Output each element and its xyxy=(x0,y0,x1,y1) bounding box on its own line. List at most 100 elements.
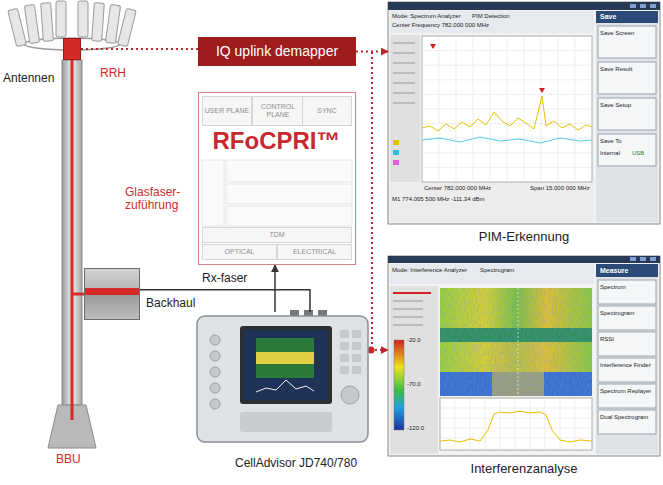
interference-screenshot-part xyxy=(390,286,438,454)
screen-text: PIM Detection xyxy=(472,13,510,20)
pim-screenshot-part xyxy=(596,11,658,23)
analyzer-device-part xyxy=(256,338,314,378)
connector xyxy=(356,51,388,53)
pim-screenshot-part xyxy=(390,11,594,33)
tower-pole xyxy=(48,60,96,448)
box-caption: RRH xyxy=(100,67,126,81)
pim-screenshot-part xyxy=(650,4,656,8)
box-text: OPTICAL xyxy=(225,248,255,256)
antenna-array-part xyxy=(92,3,105,42)
box-text: USER PLANE xyxy=(205,107,249,115)
analyzer-device-part xyxy=(210,351,220,361)
menu-item: Save Setup xyxy=(600,102,631,109)
tower-pole-part xyxy=(72,293,84,296)
analyzer-device-part xyxy=(352,354,361,362)
protocol-cell: SYNC xyxy=(302,96,352,126)
analyzer-device-part xyxy=(256,380,314,392)
pim-screenshot-part xyxy=(539,88,545,93)
menu-item: Spectrum xyxy=(600,284,626,291)
pim-screenshot-part xyxy=(598,134,656,166)
protocol-grid-cells-part xyxy=(226,184,352,204)
bbu-box: BBU xyxy=(84,268,140,320)
pim-screenshot-part xyxy=(598,62,656,94)
screen-text: Center 782.000 000 MHz xyxy=(424,185,491,192)
connector-label: Rx-faser xyxy=(200,272,249,286)
pim-screenshot-part xyxy=(393,52,415,54)
interference-screenshot-part xyxy=(598,306,656,330)
analyzer-device-part xyxy=(210,399,220,409)
pim-screenshot xyxy=(388,2,660,224)
analyzer-device-part xyxy=(340,354,349,362)
antenna-array-part xyxy=(118,8,137,46)
pim-screenshot-part xyxy=(630,4,636,8)
pim-screenshot-part xyxy=(430,44,436,49)
interference-screenshot-part xyxy=(640,257,646,261)
interference-screenshot-part xyxy=(596,264,658,277)
menu-item: Internal xyxy=(600,150,620,157)
box-caption: Interferenzanalyse xyxy=(388,462,660,477)
interference-screenshot-part xyxy=(440,288,592,396)
analyzer-device-part xyxy=(341,386,359,404)
protocol-cell: ELECTRICAL xyxy=(277,244,352,260)
analyzer-device-part xyxy=(240,326,332,404)
pim-screenshot-part xyxy=(596,11,658,222)
screen-text: Mode: Interference Analyzer xyxy=(392,267,467,274)
interference-screenshot-part xyxy=(440,398,592,450)
analyzer-device xyxy=(197,310,368,442)
interference-screenshot-part xyxy=(440,411,592,442)
box-text: CONTROL PLANE xyxy=(253,103,303,119)
analyzer-device-part xyxy=(340,342,349,350)
analyzer-device-part xyxy=(352,342,361,350)
connector xyxy=(370,349,388,351)
demapper-box: IQ uplink demapper xyxy=(198,37,356,66)
protocol-grid-cells xyxy=(202,160,352,226)
pim-screenshot-part xyxy=(640,4,646,8)
box-caption: PIM-Erkennung xyxy=(388,230,660,245)
screen-text: Mode: Spectrum Analyzer xyxy=(392,13,461,20)
menu-title: Measure xyxy=(600,267,628,275)
analyzer-device-part xyxy=(340,366,349,374)
antenna-array-part xyxy=(24,4,39,43)
interference-screenshot-part xyxy=(388,256,660,456)
analyzer-device-part xyxy=(240,412,332,432)
connector xyxy=(81,48,198,50)
pim-screenshot-part xyxy=(598,98,656,130)
pim-screenshot-part xyxy=(388,2,660,224)
signal-tap-line xyxy=(368,52,375,354)
interference-screenshot-part xyxy=(598,410,656,434)
interference-screenshot-part xyxy=(440,398,592,450)
box-caption: RFoCPRI™ xyxy=(199,127,354,155)
box-text: ELECTRICAL xyxy=(293,248,336,256)
scale-value: -120.0 xyxy=(407,425,424,432)
connector xyxy=(140,290,310,312)
rrh-unit: RRH xyxy=(63,38,81,60)
menu-title: Save xyxy=(600,13,616,21)
interference-screenshot-part xyxy=(394,340,404,430)
screen-text: Span 15.000 000 MHz xyxy=(530,185,590,192)
protocol-cell: USER PLANE xyxy=(202,96,252,126)
protocol-grid-cells-part xyxy=(226,206,352,226)
antenna-array-part xyxy=(105,4,120,43)
interference-screenshot xyxy=(388,256,660,456)
antenna-array-part xyxy=(78,1,88,37)
interference-screenshot-part xyxy=(393,300,423,302)
box-text: SYNC xyxy=(317,107,336,115)
menu-item: Save Screen xyxy=(600,30,634,37)
box-caption: BBU xyxy=(56,453,81,467)
analyzer-device-part xyxy=(210,335,220,345)
pim-screenshot-part xyxy=(393,140,399,145)
pim-screenshot-part xyxy=(422,137,592,143)
antenna-array-part xyxy=(8,8,27,46)
analyzer-device-part xyxy=(340,330,349,338)
protocol-box: RFoCPRI™ USER PLANE CONTROL PLANE SYNC TDM OP… xyxy=(198,92,356,265)
pim-screenshot-part xyxy=(393,150,399,155)
protocol-cell: TDM xyxy=(202,227,352,243)
interference-screenshot-part xyxy=(598,280,656,304)
part-label: Glasfaser- zuführung xyxy=(125,186,199,213)
analyzer-device-part xyxy=(210,383,220,393)
box-text: IQ uplink demapper xyxy=(216,43,338,59)
pim-screenshot-part xyxy=(393,92,415,94)
part-label: Antennen xyxy=(3,72,54,85)
box-caption: CellAdvisor JD740/780 xyxy=(235,457,357,471)
